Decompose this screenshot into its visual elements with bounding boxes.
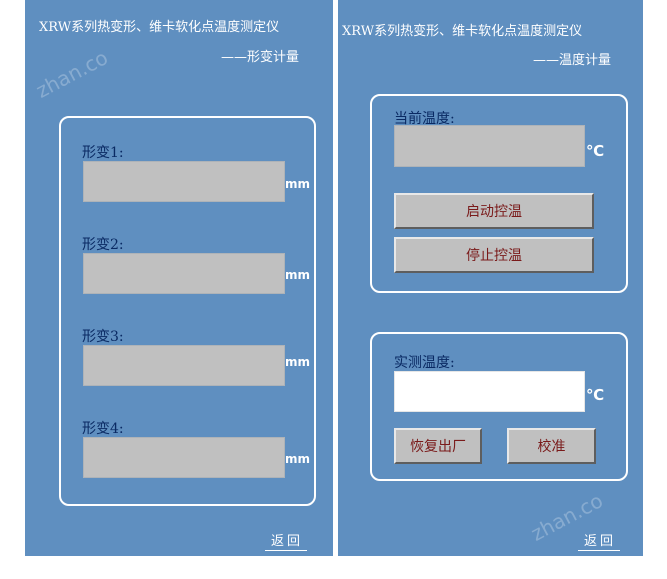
current-temp-label: 当前温度: [394,111,455,127]
app-title: XRW系列热变形、维卡软化点温度测定仪 [342,24,583,39]
current-temp-unit: ℃ [586,142,605,160]
measured-temp-label: 实测温度: [394,355,455,371]
start-temp-control-button[interactable]: 启动控温 [394,193,594,229]
screen-subtitle: ——温度计量 [533,53,612,68]
deformation-screen: XRW系列热变形、维卡软化点温度测定仪 ——形变计量 形变1: mm 形变2: … [25,0,333,556]
stop-temp-control-button[interactable]: 停止控温 [394,237,594,273]
deformation-3-unit: mm [285,355,311,369]
deformation-3-field[interactable] [83,345,285,386]
deformation-3-label: 形变3: [82,329,124,345]
factory-reset-button[interactable]: 恢复出厂 [394,428,482,464]
measured-temp-unit: ℃ [586,386,605,404]
back-button[interactable]: 返回 [578,530,621,551]
deformation-1-label: 形变1: [82,145,124,161]
deformation-4-unit: mm [285,452,311,466]
app-title: XRW系列热变形、维卡软化点温度测定仪 [39,20,280,35]
current-temp-field[interactable] [394,125,585,167]
deformation-2-label: 形变2: [82,237,124,253]
deformation-2-unit: mm [285,268,311,282]
deformation-2-field[interactable] [83,253,285,294]
temperature-screen: XRW系列热变形、维卡软化点温度测定仪 ——温度计量 当前温度: ℃ 启动控温 … [338,0,643,556]
deformation-frame [59,116,316,506]
calibration-frame [370,332,628,481]
measured-temp-input[interactable] [394,371,585,412]
deformation-4-label: 形变4: [82,421,124,437]
deformation-1-unit: mm [285,177,311,191]
calibrate-button[interactable]: 校准 [507,428,596,464]
deformation-1-field[interactable] [83,161,285,202]
watermark: zhan.co [31,45,112,103]
back-button[interactable]: 返回 [265,530,308,551]
screen-subtitle: ——形变计量 [221,50,300,65]
temperature-control-frame [370,94,628,293]
deformation-4-field[interactable] [83,437,285,478]
